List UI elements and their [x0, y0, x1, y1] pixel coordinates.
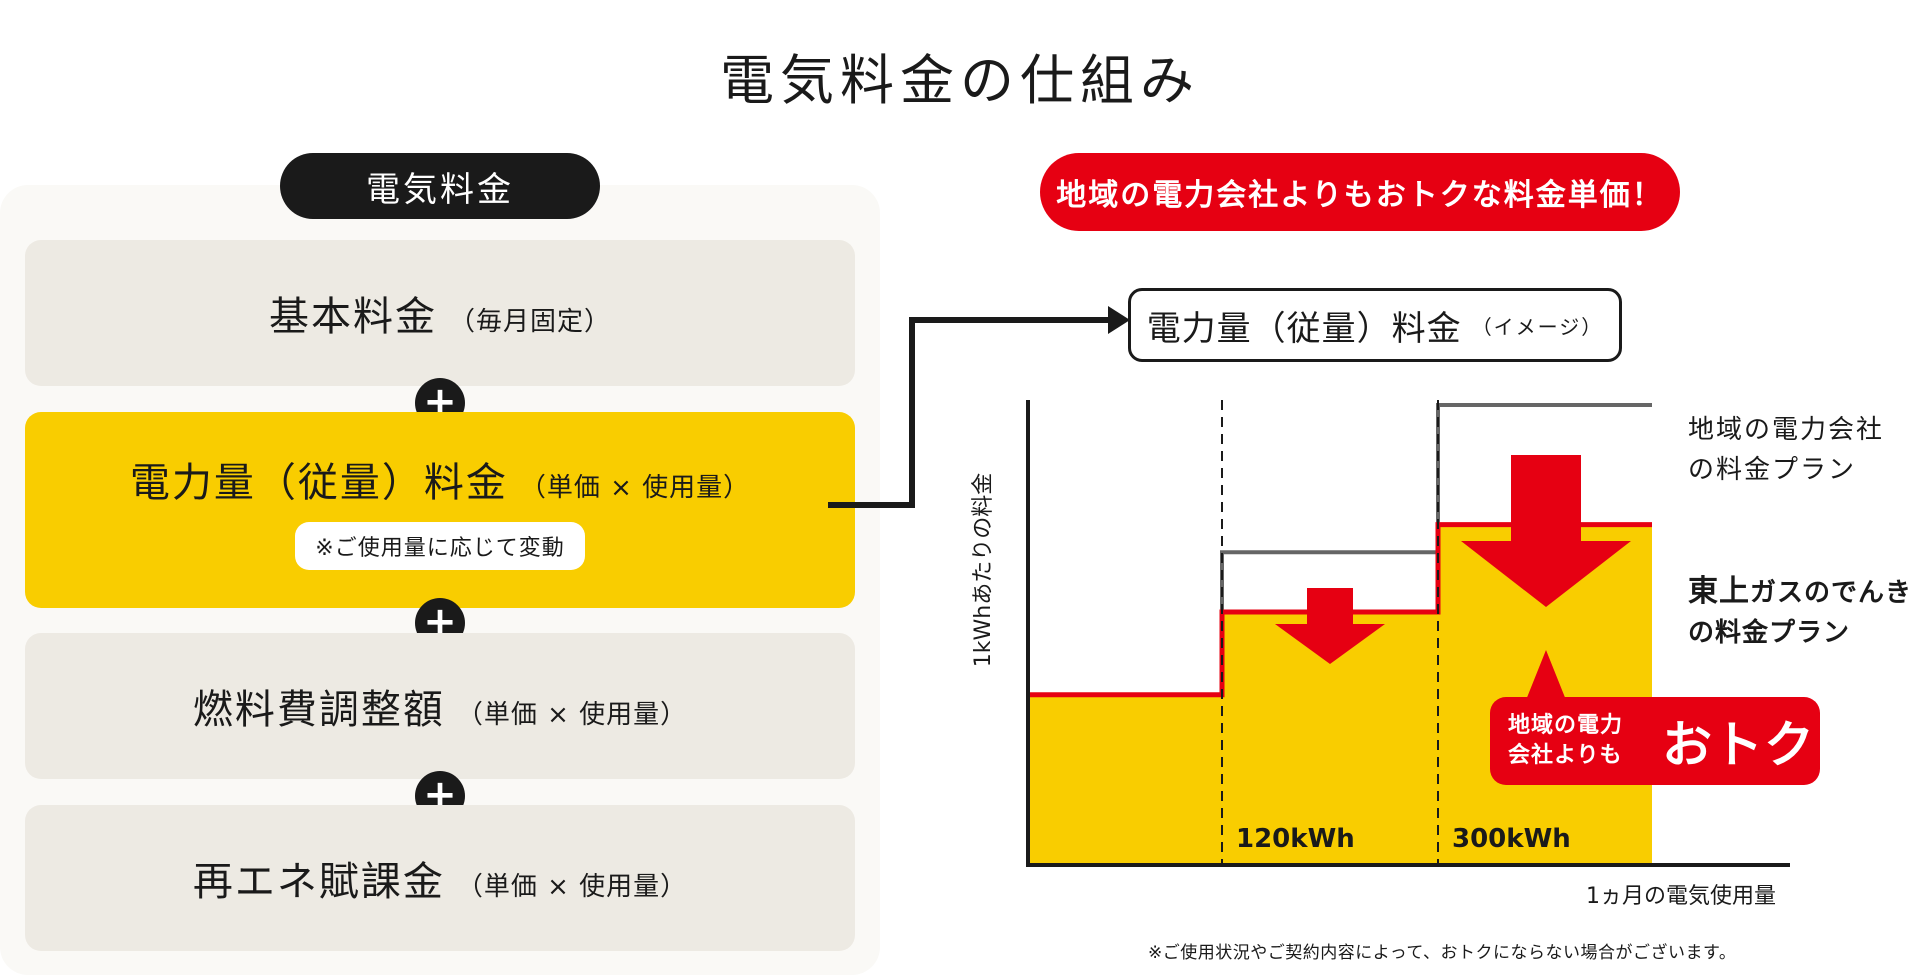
renewable-levy-label: 再エネ賦課金 — [192, 859, 445, 905]
energy-charge-box: 電力量（従量）料金 （単価 × 使用量） ※ご使用量に応じて変動 — [25, 412, 855, 608]
down-arrow-small-icon — [1275, 588, 1385, 664]
legend-regional-line2: の料金プラン — [1688, 455, 1857, 485]
fuel-adjustment-label: 燃料費調整額 — [192, 687, 445, 733]
fuel-adjustment-box: 燃料費調整額 （単価 × 使用量） — [25, 633, 855, 779]
fill-block-0 — [1028, 694, 1222, 865]
threshold-label-0: 120kWh — [1236, 824, 1355, 854]
threshold-label-1: 300kWh — [1452, 824, 1571, 854]
bubble-big-text: おトク — [1662, 716, 1815, 774]
legend-regional: 地域の電力会社 の料金プラン — [1688, 410, 1884, 490]
bubble-pointer — [1526, 650, 1566, 700]
legend-tojo: 東上ガスのでんき の料金プラン — [1688, 572, 1912, 653]
legend-tojo-line2: の料金プラン — [1688, 618, 1851, 648]
energy-charge-label: 電力量（従量）料金 — [129, 460, 508, 506]
energy-charge-image-box: 電力量（従量）料金 （イメージ） — [1128, 288, 1622, 362]
savings-banner: 地域の電力会社よりもおトクな料金単価！ — [1040, 153, 1680, 231]
image-box-sub: （イメージ） — [1471, 314, 1604, 339]
basic-fee-sub: （毎月固定） — [448, 307, 611, 337]
x-axis-label: 1ヵ月の電気使用量 — [1586, 884, 1776, 909]
electricity-fee-header: 電気料金 — [280, 153, 600, 219]
basic-fee-label: 基本料金 — [268, 294, 437, 340]
basic-fee-box: 基本料金 （毎月固定） — [25, 240, 855, 386]
arrow-head-icon — [1108, 306, 1130, 334]
connector-line — [828, 317, 1112, 508]
page-title: 電気料金の仕組み — [720, 49, 1200, 112]
renewable-levy-sub: （単価 × 使用量） — [456, 872, 688, 902]
legend-tojo-brand: 東上 — [1688, 574, 1750, 609]
y-axis-label: 1kWhあたりの料金 — [971, 472, 996, 668]
energy-charge-sub: （単価 × 使用量） — [519, 473, 751, 503]
bubble-line1: 地域の電力 — [1508, 713, 1624, 738]
legend-tojo-rest: ガスのでんき — [1750, 578, 1913, 608]
image-box-label: 電力量（従量）料金 — [1146, 308, 1462, 349]
usage-note: ※ご使用量に応じて変動 — [295, 522, 585, 570]
fuel-adjustment-sub: （単価 × 使用量） — [456, 700, 688, 730]
footnote: ※ご使用状況やご契約内容によって、おトクにならない場合がございます。 — [1148, 943, 1737, 963]
savings-bubble: 地域の電力 会社よりも おトク — [1490, 697, 1820, 785]
bubble-line2: 会社よりも — [1508, 743, 1623, 768]
legend-regional-line1: 地域の電力会社 — [1688, 415, 1885, 445]
renewable-levy-box: 再エネ賦課金 （単価 × 使用量） — [25, 805, 855, 951]
down-arrow-large-icon — [1461, 455, 1631, 607]
